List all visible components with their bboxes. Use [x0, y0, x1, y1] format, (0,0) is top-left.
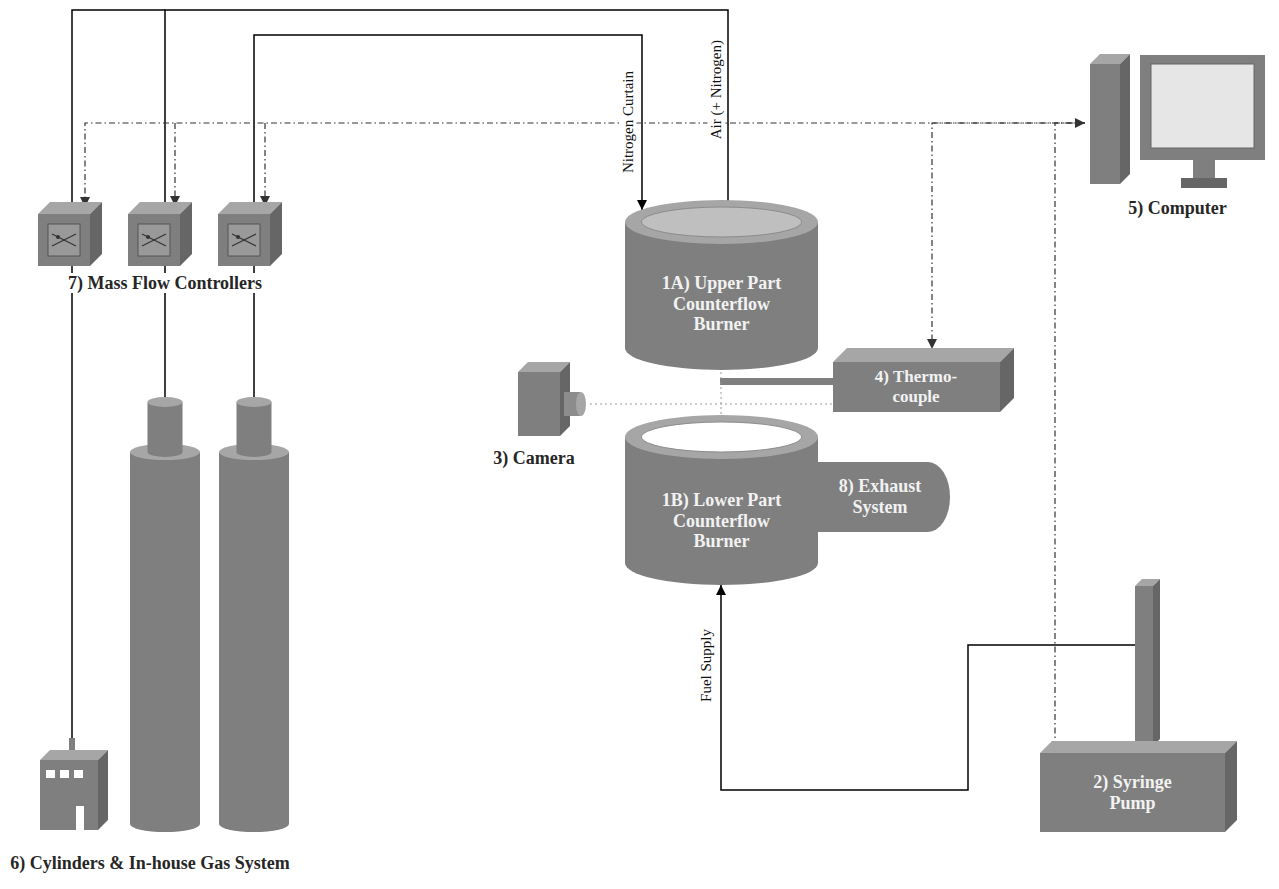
line-label: Air (+ Nitrogen) — [708, 38, 725, 141]
text-area: 3) Camera — [478, 442, 590, 474]
component-label: 1B) Lower Part Counterflow Burner — [651, 490, 792, 552]
camera: 3) Camera — [478, 358, 590, 476]
text-area: 8) Exhaust System — [822, 466, 938, 528]
text-area: 7) Mass Flow Controllers — [30, 270, 300, 296]
component-label: 6) Cylinders & In-house Gas System — [10, 853, 290, 874]
thermocouple-probe — [720, 378, 834, 385]
gas-supply-shape — [0, 392, 300, 889]
mass-flow-controllers: 7) Mass Flow Controllers — [30, 192, 300, 297]
text-area: 2) Syringe Pump — [1070, 758, 1195, 828]
text-area: 5) Computer — [1085, 192, 1270, 224]
line-label: Nitrogen Curtain — [620, 69, 637, 175]
text-area: 4) Thermo-couple — [855, 363, 977, 411]
component-label: 8) Exhaust System — [822, 476, 938, 517]
control-line — [174, 123, 175, 206]
burner-axis — [721, 372, 722, 418]
component-label: 3) Camera — [493, 448, 574, 469]
supply-line — [254, 35, 642, 398]
control-line — [1040, 123, 1085, 785]
thermocouple: 4) Thermo-couple — [833, 348, 1015, 412]
component-label: 7) Mass Flow Controllers — [66, 273, 264, 294]
text-area: 1A) Upper Part Counterflow Burner — [651, 256, 792, 352]
control-line — [932, 123, 1085, 349]
text-area: 1B) Lower Part Counterflow Burner — [651, 475, 792, 567]
component-label: 4) Thermo-couple — [855, 367, 977, 406]
syringe-pump: 2) Syringe Pump — [1040, 578, 1240, 832]
line-label: Fuel Supply — [698, 627, 715, 704]
computer: 5) Computer — [1085, 50, 1270, 225]
component-label: 1A) Upper Part Counterflow Burner — [651, 273, 792, 335]
exhaust-system: 8) Exhaust System — [818, 462, 950, 532]
lower-burner: 1B) Lower Part Counterflow Burner — [625, 415, 818, 585]
control-line — [590, 404, 833, 405]
control-line — [264, 123, 265, 206]
upper-burner: 1A) Upper Part Counterflow Burner — [625, 200, 818, 370]
component-label: 5) Computer — [1128, 198, 1226, 219]
gas-supply: 6) Cylinders & In-house Gas System — [0, 392, 300, 889]
text-area: 6) Cylinders & In-house Gas System — [2, 840, 298, 886]
component-label: 2) Syringe Pump — [1070, 772, 1195, 813]
control-line — [85, 123, 1085, 207]
